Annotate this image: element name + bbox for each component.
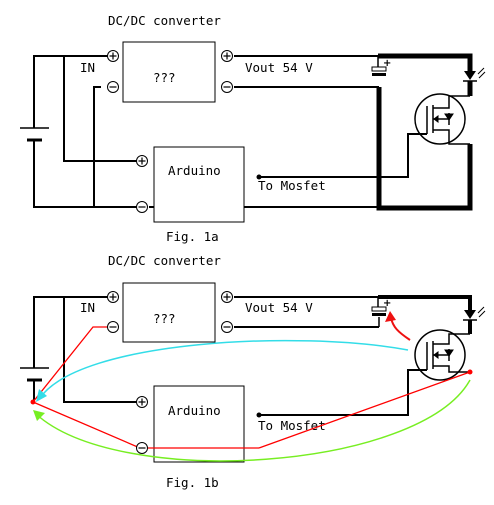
svg-text:+: +	[383, 298, 391, 309]
figure-caption: Fig. 1b	[166, 475, 219, 490]
arduino-label: Arduino	[168, 163, 221, 178]
dcdc-converter-title: DC/DC converter	[108, 253, 221, 268]
vout-label: Vout 54 V	[245, 60, 313, 75]
mosfet-icon	[414, 329, 470, 381]
red-current-arrow	[385, 311, 411, 341]
gate-signal-wire	[259, 369, 427, 416]
battery-top-wire	[33, 55, 108, 128]
node-battery-minus	[30, 399, 36, 405]
current-path	[32, 326, 471, 449]
load-return-wire	[376, 87, 473, 211]
input-label: IN	[80, 60, 95, 75]
arduino-box	[153, 385, 245, 463]
load-top-wire	[378, 295, 472, 310]
signal-node	[256, 412, 262, 418]
input-label: IN	[80, 300, 95, 315]
figure-caption: Fig. 1a	[166, 229, 219, 244]
signal-label: To Mosfet	[258, 178, 326, 193]
led-icon	[463, 67, 486, 82]
converter-gnd-wire	[93, 86, 101, 207]
dcdc-converter-box	[122, 282, 216, 343]
terminals-1a	[107, 50, 233, 213]
current-path-converter	[32, 326, 113, 403]
mosfet-icon	[414, 93, 470, 145]
arduino-box	[153, 146, 245, 223]
svg-text:+: +	[383, 58, 391, 69]
led-icon	[463, 306, 486, 321]
capacitor: +	[371, 58, 391, 76]
cyan-current-arrow	[36, 339, 409, 402]
converter-label: ???	[153, 70, 176, 85]
figure-1b: DC/DC converter +	[20, 253, 486, 490]
vout-label: Vout 54 V	[245, 300, 313, 315]
signal-label: To Mosfet	[258, 418, 326, 433]
dcdc-converter-box	[122, 41, 216, 103]
arduino-label: Arduino	[168, 403, 221, 418]
current-path-to-mosfet	[258, 371, 471, 449]
node-mosfet-source	[467, 369, 473, 375]
current-path-arduino	[32, 401, 141, 449]
green-current-arrow	[33, 379, 471, 462]
battery-bottom-wire	[33, 140, 142, 208]
battery-top-wire	[33, 296, 108, 368]
load-top-wire	[378, 53, 473, 71]
figure-1a: DC/DC converter +	[20, 13, 486, 244]
signal-node	[256, 174, 262, 180]
capacitor: +	[371, 298, 391, 316]
dcdc-converter-title: DC/DC converter	[108, 13, 221, 28]
gate-signal-wire	[259, 133, 427, 178]
converter-label: ???	[153, 311, 176, 326]
arduino-vin-wire	[63, 297, 141, 403]
arduino-vin-wire	[63, 56, 141, 162]
